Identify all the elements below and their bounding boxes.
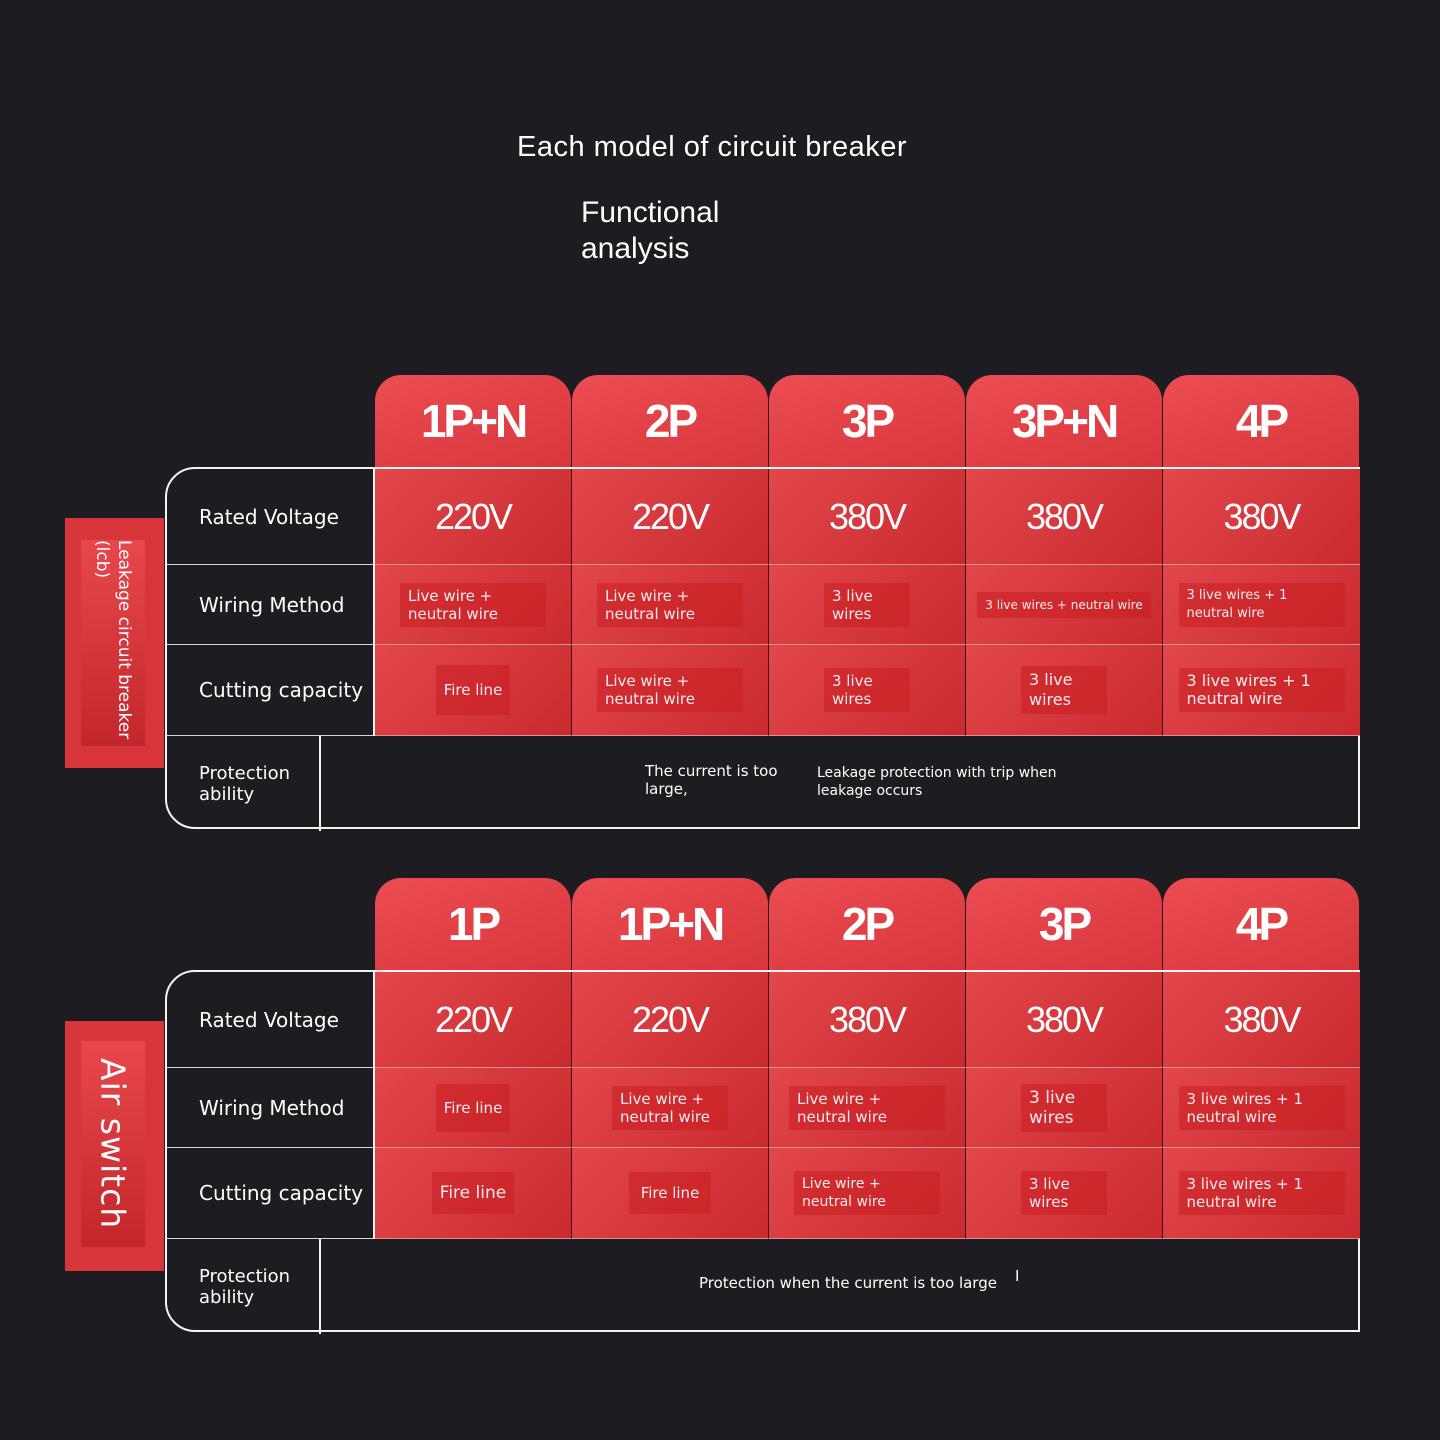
col-header: 3P+N [966, 375, 1162, 467]
header-row: 1P+N 2P 3P 3P+N 4P [375, 375, 1360, 467]
row-label-voltage: Rated Voltage [167, 469, 375, 565]
wiring-value: Live wire + neutral wire [400, 582, 546, 627]
cutting-value: Live wire + neutral wire [794, 1171, 940, 1215]
protection-cell: The current is too large, Leakage protec… [375, 736, 1360, 831]
lcb-section: Leakage circuit breaker (lcb) 1P+N 2P 3P… [0, 375, 1440, 835]
row-label-voltage: Rated Voltage [167, 972, 375, 1068]
voltage-value: 380V [828, 495, 907, 537]
voltage-value: 380V [828, 998, 907, 1040]
col-header: 1P [375, 878, 571, 970]
side-label-air-switch: Air switch [93, 1058, 133, 1230]
voltage-value: 220V [434, 495, 513, 537]
side-label-panel: Leakage circuit breaker (lcb) [65, 518, 164, 768]
header-row: 1P 1P+N 2P 3P 4P [375, 878, 1360, 970]
col-header: 3P [966, 878, 1162, 970]
cutting-value: Fire line [431, 1172, 515, 1214]
air-switch-section: Air switch 1P 1P+N 2P 3P 4P Rated Voltag… [0, 878, 1440, 1338]
protection-text: The current is too large, [645, 762, 778, 798]
page-title: Each model of circuit breaker [517, 131, 908, 163]
col-header: 1P+N [375, 375, 571, 467]
cutting-value: 3 live wires + 1 neutral wire [1178, 1171, 1345, 1215]
cutting-value: 3 live wires [824, 668, 910, 712]
voltage-value: 220V [631, 998, 710, 1040]
cutting-value: 3 live wires + 1 neutral wire [1178, 668, 1345, 712]
protection-text: Protection when the current is too large [699, 1274, 997, 1292]
wiring-value: 3 live wires + neutral wire [977, 591, 1151, 618]
voltage-value: 380V [1223, 495, 1301, 537]
voltage-value: 380V [1025, 495, 1104, 537]
row-label-wiring: Wiring Method [167, 1068, 375, 1148]
col-header: 2P [572, 375, 768, 467]
row-label-wiring: Wiring Method [167, 565, 375, 645]
wiring-value: 3 live wires [1021, 1083, 1107, 1132]
col-header: 4P [1163, 375, 1359, 467]
protection-cell: Protection when the current is too large… [375, 1239, 1360, 1334]
wiring-value: 3 live wires + 1 neutral wire [1178, 1085, 1345, 1130]
protection-text: Leakage protection with trip when leakag… [817, 765, 1057, 799]
cutting-value: 3 live wires [1021, 666, 1107, 714]
row-label-cutting: Cutting capacity [167, 645, 375, 736]
cutting-value: Fire line [435, 665, 511, 715]
col-header: 3P [769, 375, 965, 467]
cutting-value: Live wire + neutral wire [597, 668, 743, 712]
cutting-value: 3 live wires [1021, 1171, 1107, 1215]
wiring-value: Live wire + neutral wire [612, 1085, 728, 1130]
col-header: 2P [769, 878, 965, 970]
page-subtitle: Functional analysis [581, 196, 720, 265]
row-label-protection: Protection ability [167, 736, 321, 831]
wiring-value: Live wire + neutral wire [789, 1085, 945, 1130]
protection-mark: I [1015, 1267, 1020, 1285]
side-label-lcb: Leakage circuit breaker (lcb) [92, 540, 134, 740]
cutting-value: Fire line [628, 1172, 712, 1214]
col-header: 4P [1163, 878, 1359, 970]
row-label-cutting: Cutting capacity [167, 1148, 375, 1239]
lcb-table: Rated Voltage 220V 220V 380V 380V 380V W… [165, 467, 1360, 831]
wiring-value: Live wire + neutral wire [597, 582, 743, 627]
wiring-value: 3 live wires [824, 582, 910, 627]
voltage-value: 380V [1025, 998, 1104, 1040]
col-header: 1P+N [572, 878, 768, 970]
row-label-protection: Protection ability [167, 1239, 321, 1334]
voltage-value: 220V [434, 998, 513, 1040]
air-switch-table: Rated Voltage 220V 220V 380V 380V 380V W… [165, 970, 1360, 1334]
wiring-value: 3 live wires + 1 neutral wire [1178, 582, 1345, 627]
wiring-value: Fire line [435, 1083, 511, 1132]
side-label-panel: Air switch [65, 1021, 164, 1271]
voltage-value: 380V [1223, 998, 1301, 1040]
voltage-value: 220V [631, 495, 710, 537]
